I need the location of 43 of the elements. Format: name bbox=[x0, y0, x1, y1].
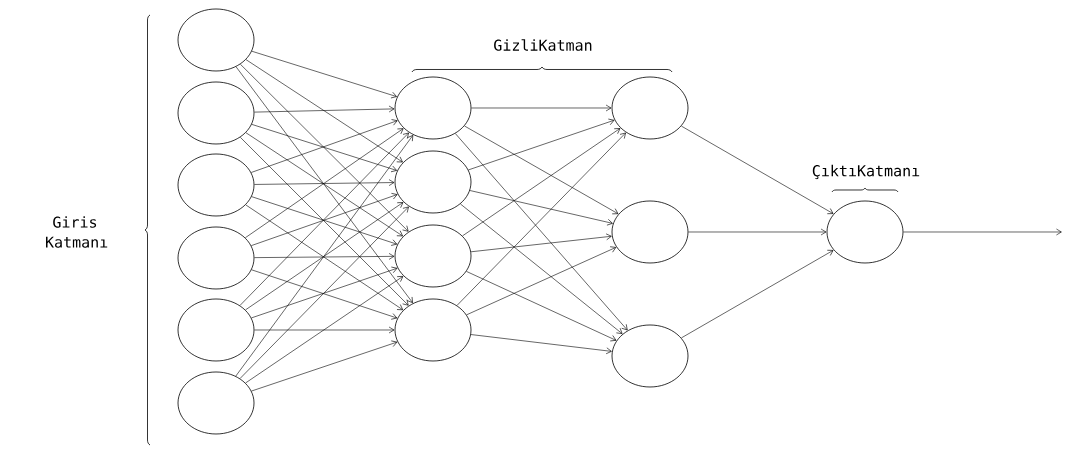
layer-label: ÇıktıKatmanı bbox=[812, 164, 920, 180]
layer-label: Giris Katmanı bbox=[46, 216, 108, 248]
arrow bbox=[470, 233, 612, 253]
arrow bbox=[469, 190, 613, 226]
arrow bbox=[471, 104, 612, 112]
arrow bbox=[681, 125, 834, 214]
neuron-circle bbox=[611, 324, 689, 388]
neuron-circle bbox=[394, 76, 472, 140]
neuron-circle bbox=[826, 200, 904, 264]
arrow bbox=[254, 326, 395, 334]
neuron-circle bbox=[394, 224, 472, 288]
arrow bbox=[240, 63, 409, 232]
neuron-circle bbox=[394, 150, 472, 214]
neuron-circle bbox=[611, 76, 689, 140]
neuron-circle bbox=[177, 153, 255, 217]
neuron-circle bbox=[177, 371, 255, 435]
arrow bbox=[460, 203, 623, 334]
arrow bbox=[254, 105, 395, 113]
arrow bbox=[251, 50, 397, 99]
arrow bbox=[235, 135, 414, 377]
arrow bbox=[466, 271, 617, 342]
arrow bbox=[251, 340, 398, 392]
arrow bbox=[462, 128, 621, 237]
arrow bbox=[466, 246, 617, 316]
arrow bbox=[254, 253, 395, 260]
arrow bbox=[245, 276, 404, 384]
arrow bbox=[235, 66, 413, 304]
neuron-circle bbox=[394, 298, 472, 362]
neuron-circle bbox=[177, 81, 255, 145]
neuron-circle bbox=[177, 226, 255, 290]
arrow bbox=[239, 206, 409, 379]
layer-label: GizliKatman bbox=[494, 39, 592, 51]
arrow bbox=[470, 334, 612, 355]
arrow bbox=[464, 125, 619, 215]
arrow bbox=[468, 118, 615, 171]
arrow bbox=[245, 59, 403, 163]
neuron-circle bbox=[177, 298, 255, 362]
arrow bbox=[903, 228, 1062, 236]
neuron-circle bbox=[177, 8, 255, 72]
arrow bbox=[681, 250, 834, 339]
arrow bbox=[254, 179, 395, 186]
arrow bbox=[688, 228, 827, 236]
neuron-circle bbox=[611, 200, 689, 264]
